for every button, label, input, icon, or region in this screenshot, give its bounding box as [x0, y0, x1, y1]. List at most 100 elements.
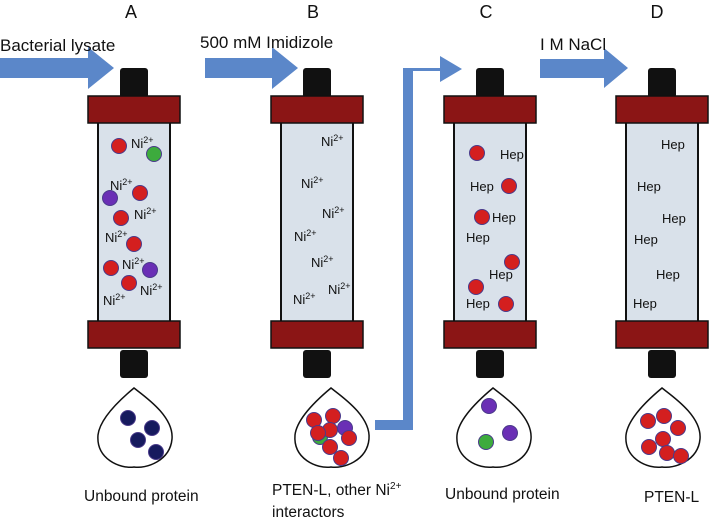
input-arrow-d — [540, 48, 628, 88]
collection-bead — [341, 430, 357, 446]
column-bottom-stem — [648, 350, 676, 378]
collection-bead — [659, 445, 675, 461]
molecule-label-charge: 2+ — [115, 292, 126, 302]
molecule-label-base: Ni — [311, 255, 324, 270]
column-bead — [126, 236, 142, 252]
collection-bead — [655, 431, 671, 447]
collection-bead — [640, 413, 656, 429]
column-bottom-cap — [270, 320, 364, 349]
column-bead — [501, 178, 517, 194]
column-bead — [498, 296, 514, 312]
molecule-label: Hep — [633, 297, 657, 311]
collection-bead — [656, 408, 672, 424]
column-top-stem — [303, 68, 331, 98]
molecule-label-charge: 2+ — [117, 229, 128, 239]
column-top-cap — [443, 95, 537, 124]
molecule-label: Ni2+ — [110, 177, 133, 193]
molecule-label-base: Hep — [492, 210, 516, 225]
molecule-label-base: Hep — [633, 296, 657, 311]
molecule-label: Hep — [662, 212, 686, 226]
collection-bead — [148, 444, 164, 460]
molecule-label: Hep — [634, 233, 658, 247]
column-bead — [504, 254, 520, 270]
molecule-label: Hep — [500, 148, 524, 162]
output-caption-b-line2: interactors — [272, 504, 345, 522]
molecule-label: Ni2+ — [311, 254, 334, 270]
molecule-label: Ni2+ — [301, 176, 324, 191]
column-bead — [102, 190, 118, 206]
molecule-label-charge: 2+ — [143, 135, 154, 145]
molecule-label-base: Hep — [661, 137, 685, 152]
molecule-label-charge: 2+ — [152, 282, 163, 292]
collection-bead — [673, 448, 689, 464]
collection-bead — [481, 398, 497, 414]
collection-bead — [502, 425, 518, 441]
molecule-label-charge: 2+ — [340, 281, 351, 291]
column-letter-d: D — [650, 2, 664, 22]
collection-bead — [641, 439, 657, 455]
molecule-label: Ni2+ — [103, 292, 126, 308]
collection-bead — [322, 439, 338, 455]
molecule-label-charge: 2+ — [122, 177, 133, 187]
column-bottom-cap — [615, 320, 709, 349]
output-caption-b-sup: 2+ — [390, 481, 402, 492]
molecule-label-base: Ni — [122, 257, 135, 272]
column-bead — [111, 138, 127, 154]
column-top-cap — [615, 95, 709, 124]
molecule-label: Hep — [489, 268, 513, 282]
molecule-label-base: Ni — [322, 206, 335, 221]
collection-bead — [333, 450, 349, 466]
column-letter-a: A — [124, 2, 137, 22]
input-arrow-b — [205, 47, 298, 89]
column-bottom-cap — [87, 320, 181, 349]
molecule-label-base: Hep — [466, 230, 490, 245]
molecule-label-charge: 2+ — [305, 291, 316, 301]
molecule-label: Ni2+ — [294, 229, 317, 244]
molecule-label: Hep — [492, 211, 516, 225]
molecule-label-base: Ni — [134, 207, 147, 222]
collection-bead — [144, 420, 160, 436]
collection-drop-outline — [456, 387, 532, 469]
column-bead — [121, 275, 137, 291]
molecule-label-base: Ni — [110, 178, 123, 193]
molecule-label-base: Ni — [140, 283, 153, 298]
column-top-stem — [648, 68, 676, 98]
collection-bead — [478, 434, 494, 450]
molecule-label: Ni2+ — [134, 207, 157, 222]
column-bead — [142, 262, 158, 278]
input-arrow-a — [0, 47, 114, 89]
input-label-d: I M NaCl — [540, 35, 607, 54]
molecule-label: Ni2+ — [293, 291, 316, 307]
molecule-label-base: Hep — [500, 147, 524, 162]
molecule-label-base: Hep — [662, 211, 686, 226]
column-bead — [474, 209, 490, 225]
output-caption-b: PTEN-L, other Ni2+ interactors — [272, 476, 462, 524]
molecule-label-base: Ni — [328, 282, 341, 297]
molecule-label: Hep — [656, 268, 680, 282]
molecule-label: Ni2+ — [321, 134, 344, 149]
column-bead — [103, 260, 119, 276]
molecule-label-base: Hep — [656, 267, 680, 282]
column-bottom-stem — [303, 350, 331, 378]
molecule-label-base: Hep — [634, 232, 658, 247]
molecule-label: Hep — [661, 138, 685, 152]
column-bead — [469, 145, 485, 161]
collection-bead — [670, 420, 686, 436]
column-bottom-cap — [443, 320, 537, 349]
molecule-label-base: Ni — [294, 229, 307, 244]
molecule-label-charge: 2+ — [334, 205, 345, 215]
collection-bead — [310, 425, 326, 441]
molecule-label-base: Ni — [293, 292, 306, 307]
column-top-stem — [120, 68, 148, 98]
collection-drop-b — [294, 387, 370, 469]
column-body — [453, 117, 527, 327]
column-a — [87, 68, 181, 378]
column-top-cap — [270, 95, 364, 124]
collection-bead — [120, 410, 136, 426]
molecule-label-charge: 2+ — [323, 254, 334, 264]
molecule-label-base: Hep — [637, 179, 661, 194]
molecule-label: Ni2+ — [140, 282, 163, 298]
column-top-cap — [87, 95, 181, 124]
column-c — [443, 68, 537, 378]
molecule-label: Hep — [470, 180, 494, 194]
